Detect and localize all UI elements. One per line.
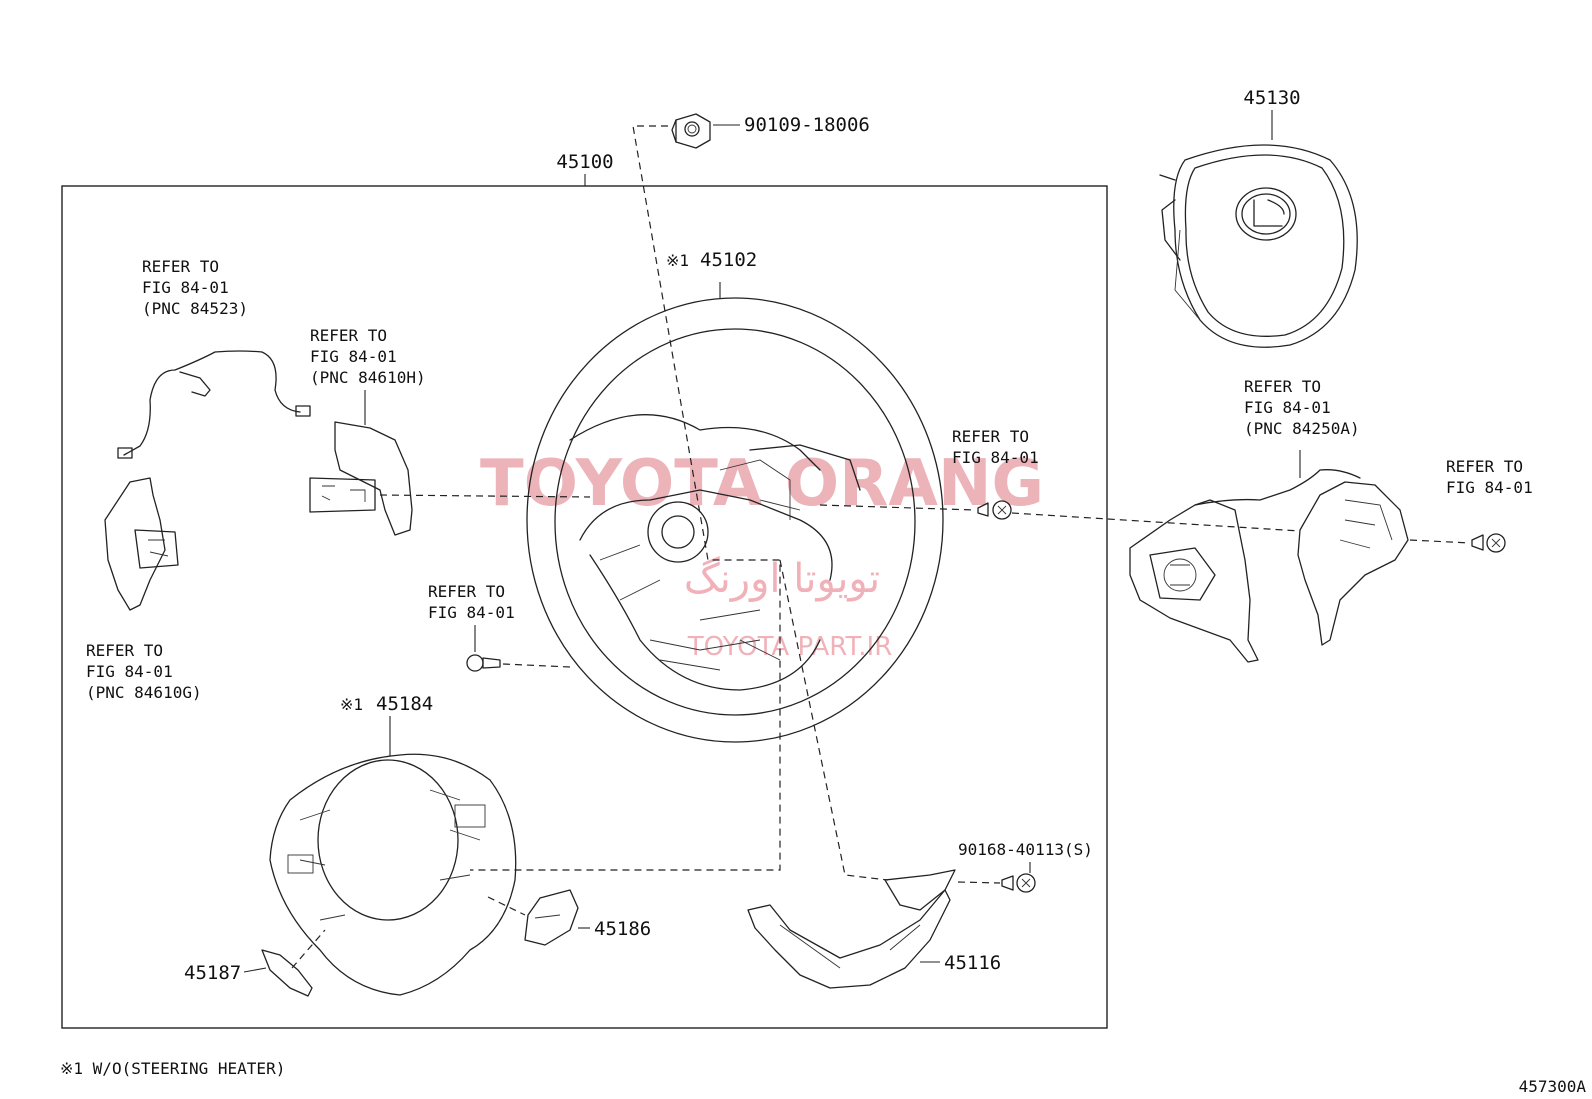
paddle-shifter-g-part: [104, 477, 179, 611]
watermark-brand: TOYOTA ORANG: [480, 447, 1044, 521]
watermark-persian: تویوتا اورنگ: [684, 556, 880, 602]
ref-screw-mid-right-line1: REFER TO: [952, 427, 1029, 446]
wheel-part-number: 45102: [700, 249, 757, 271]
figure-code: 457300A: [1519, 1077, 1587, 1096]
ref-paddle-h-line1: REFER TO: [310, 326, 387, 345]
ref-paddle-g-line1: REFER TO: [86, 641, 163, 660]
nut-part-number: 90109-18006: [744, 114, 870, 136]
screw-far-right-part: [1471, 533, 1506, 553]
cover-tab-part-number: 45187: [184, 962, 241, 984]
screw-mid-right-part: [977, 500, 1012, 520]
ref-paddle-g-line3: (PNC 84610G): [86, 683, 202, 702]
lower-cover-mark: ※1: [340, 695, 363, 714]
ref-wire-line1: REFER TO: [142, 257, 219, 276]
wheel-mark: ※1: [666, 251, 689, 270]
ref-switch-line1: REFER TO: [1244, 377, 1321, 396]
screw-bottom-part: [1001, 873, 1036, 893]
airbag-part-number: 45130: [1243, 87, 1300, 109]
ref-screw-mid-left-line1: REFER TO: [428, 582, 505, 601]
wire-harness-part: [117, 350, 311, 459]
screw-bottom-part-number: 90168-40113(S): [958, 840, 1093, 859]
cover-tab-part: [261, 949, 313, 997]
footnote: ※1 W/O(STEERING HEATER): [60, 1059, 285, 1078]
lower-cover-part-number: 45184: [376, 693, 433, 715]
ref-screw-mid-left-line2: FIG 84-01: [428, 603, 515, 622]
steering-switch-part: [1129, 469, 1409, 663]
paddle-shifter-h-part: [309, 421, 413, 536]
ref-switch-line2: FIG 84-01: [1244, 398, 1331, 417]
ref-screw-far-right-line1: REFER TO: [1446, 457, 1523, 476]
watermark-site: TOYOTA PART.IR: [687, 632, 893, 662]
ref-screw-mid-right-line2: FIG 84-01: [952, 448, 1039, 467]
ref-paddle-h-line3: (PNC 84610H): [310, 368, 426, 387]
ref-switch-line3: (PNC 84250A): [1244, 419, 1360, 438]
bottom-cover-part: [747, 869, 956, 989]
steering-wheel-part: [526, 297, 944, 743]
ref-paddle-g-line2: FIG 84-01: [86, 662, 173, 681]
small-cover-part: [524, 889, 579, 946]
nut-part: [671, 113, 711, 149]
assembly-number: 45100: [556, 151, 613, 173]
ref-screw-far-right-line2: FIG 84-01: [1446, 478, 1533, 497]
ref-wire-line3: (PNC 84523): [142, 299, 248, 318]
small-cover-part-number: 45186: [594, 918, 651, 940]
ref-wire-line2: FIG 84-01: [142, 278, 229, 297]
ref-paddle-h-line2: FIG 84-01: [310, 347, 397, 366]
lower-cover-part: [269, 753, 517, 996]
screw-mid-left-part: [466, 654, 501, 672]
airbag-part: [1159, 144, 1358, 348]
bottom-cover-part-number: 45116: [944, 952, 1001, 974]
